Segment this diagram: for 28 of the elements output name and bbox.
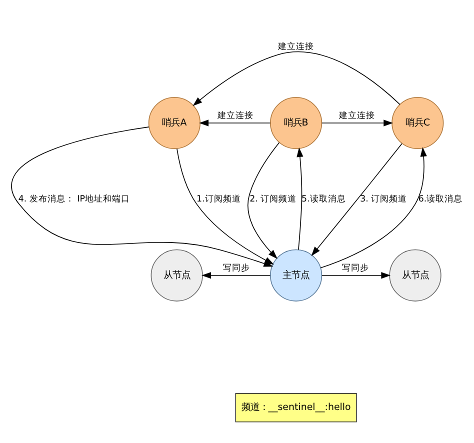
node-circle: 从节点 bbox=[389, 249, 442, 302]
arrow bbox=[322, 272, 391, 279]
arrow bbox=[321, 120, 394, 126]
node-circle: 主节点 bbox=[270, 249, 322, 302]
edge-label: 4. 发布消息： IP地址和端口 bbox=[18, 194, 130, 204]
arrow bbox=[320, 147, 427, 268]
arrow bbox=[248, 142, 280, 260]
node-circle: 哨兵B bbox=[270, 96, 322, 150]
edge-label: 1.订阅频道 bbox=[196, 194, 241, 204]
edge-label: 2. 订阅频道 bbox=[250, 194, 297, 204]
edge-label: 写同步 bbox=[222, 263, 250, 274]
edge-label: 6.读取消息 bbox=[418, 194, 463, 204]
arrow bbox=[202, 272, 271, 279]
edge-label: 建立连接 bbox=[217, 111, 254, 122]
node-circle: 哨兵A bbox=[148, 96, 201, 150]
edge-label: 3. 订阅频道 bbox=[360, 194, 408, 204]
edge-label: 建立连接 bbox=[278, 42, 314, 52]
node-box: 频道：__sentinel__:hello bbox=[235, 393, 357, 422]
edge-label: 5.读取消息 bbox=[302, 194, 346, 204]
arrow bbox=[192, 51, 400, 106]
edge-label: 建立连接 bbox=[338, 111, 375, 122]
arrow bbox=[296, 148, 304, 250]
arrow bbox=[311, 143, 402, 256]
node-circle: 从节点 bbox=[150, 249, 203, 302]
edge-label: 写同步 bbox=[342, 263, 370, 274]
arrow bbox=[199, 120, 271, 126]
arrow bbox=[176, 148, 274, 265]
node-circle: 哨兵C bbox=[392, 96, 444, 150]
